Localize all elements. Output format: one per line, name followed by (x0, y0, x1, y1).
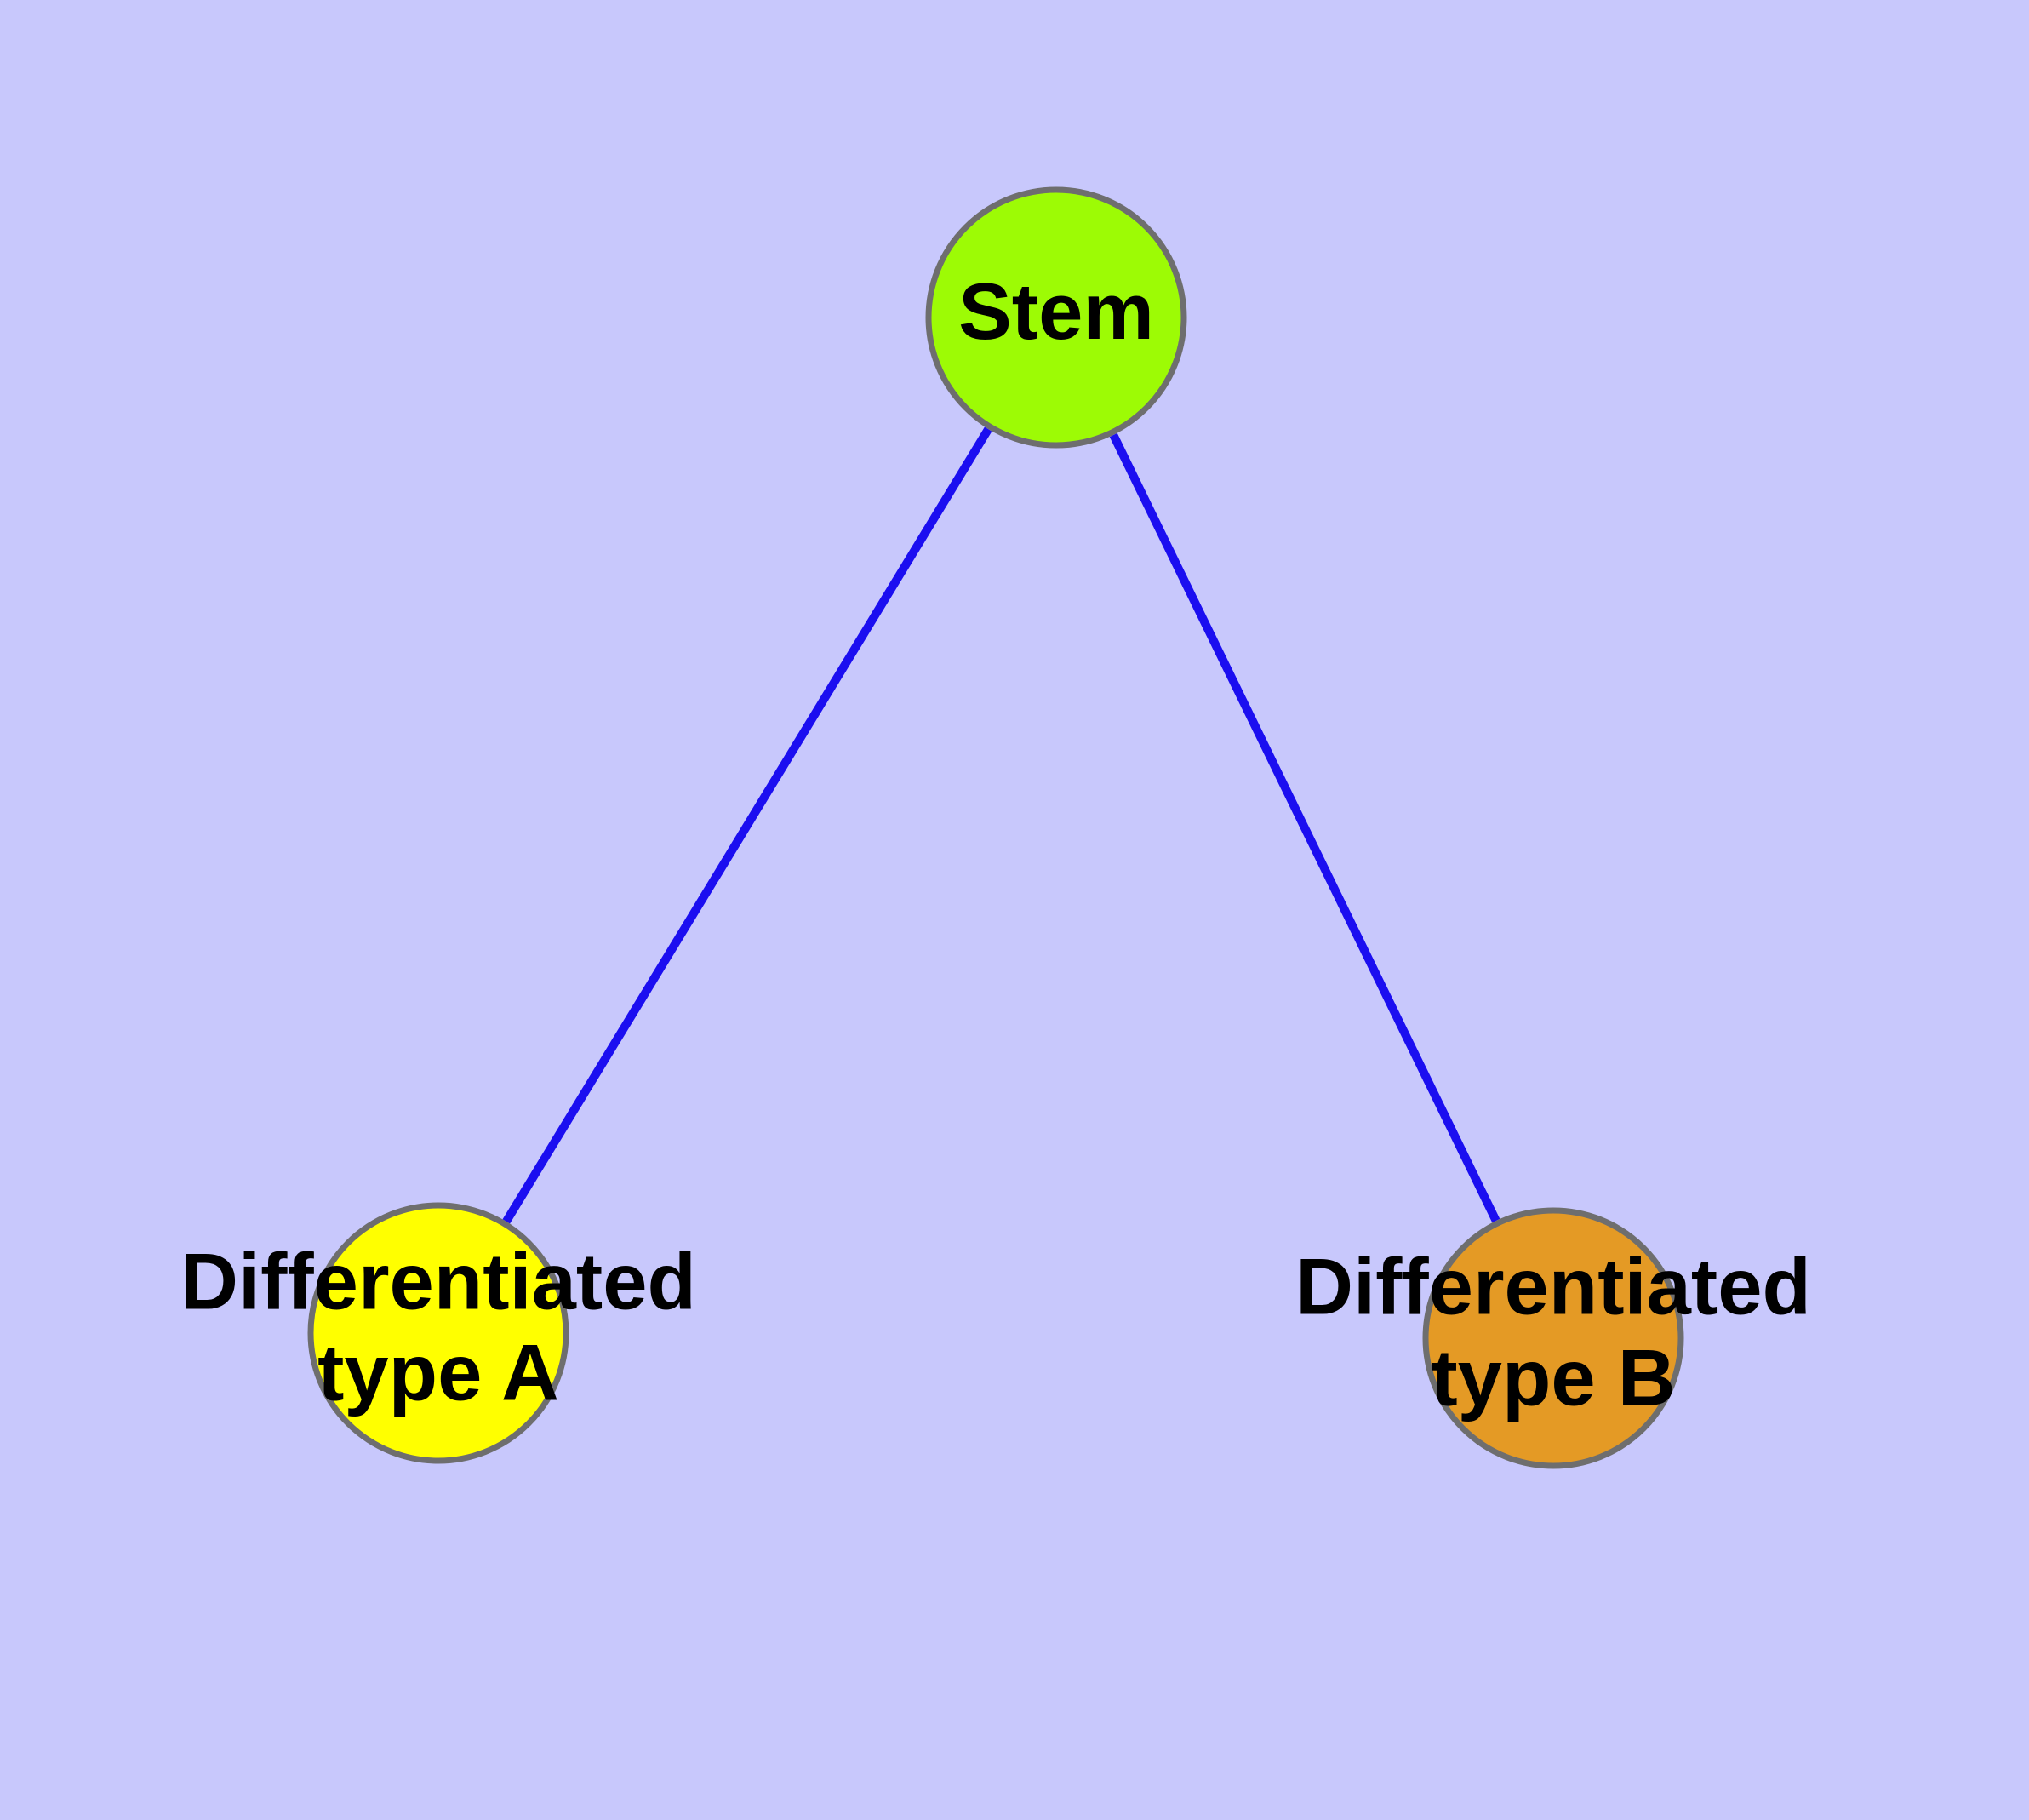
node-label-line: Differentiated (1295, 1241, 1811, 1331)
node-differentiated-type-b-circle[interactable] (1422, 1207, 1684, 1469)
node-label-line: type B (1431, 1332, 1675, 1422)
node-differentiated-type-b[interactable] (1422, 1207, 1684, 1469)
node-differentiated-type-a-circle[interactable] (307, 1202, 569, 1464)
node-stem-label: Stem (958, 266, 1154, 356)
edge-stem-to-differentiated-a[interactable] (502, 426, 992, 1224)
node-label-line: type A (317, 1327, 559, 1417)
node-label-line: Stem (958, 266, 1154, 356)
node-stem-circle[interactable] (925, 186, 1187, 449)
edges-layer (502, 426, 1500, 1224)
nodes-layer (307, 186, 1684, 1469)
node-stem[interactable] (925, 186, 1187, 449)
node-differentiated-type-a[interactable] (307, 1202, 569, 1464)
node-label-line: Differentiated (180, 1236, 696, 1325)
edge-stem-to-differentiated-b[interactable] (1109, 432, 1500, 1223)
